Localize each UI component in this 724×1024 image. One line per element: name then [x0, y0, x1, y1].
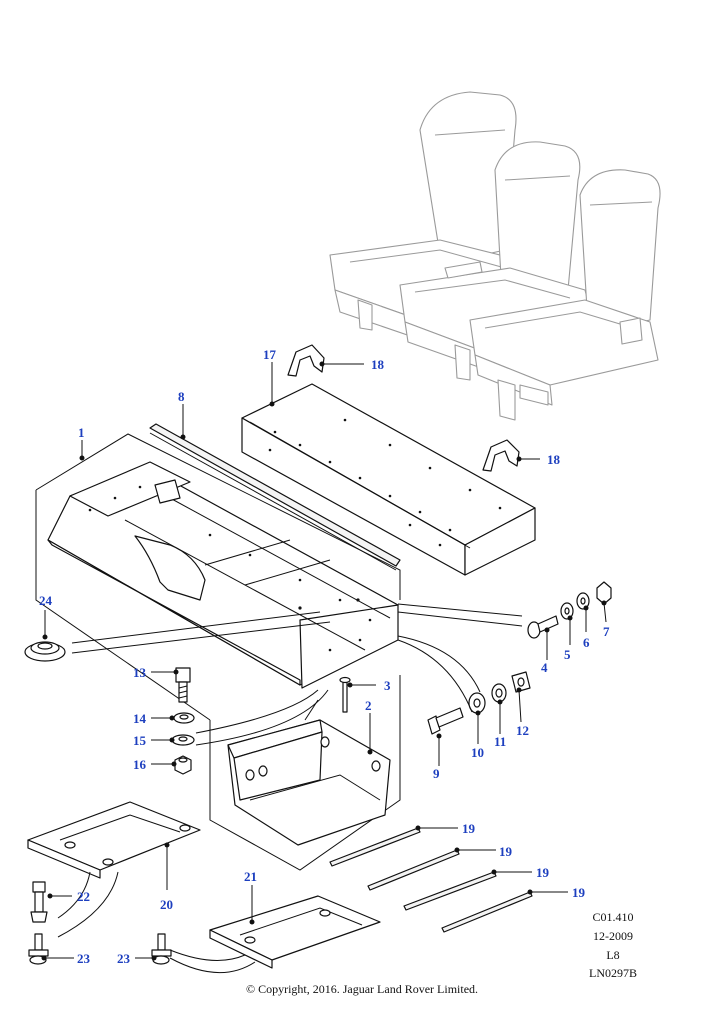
callout-13: 13: [133, 665, 147, 680]
part-18-bracket-upper: [287, 344, 325, 377]
callout-8: 8: [178, 389, 185, 404]
callout-12: 12: [516, 723, 529, 738]
part-3-stud: [339, 676, 351, 713]
part-24-grommet: [24, 641, 66, 662]
part-19-strip-4: [441, 891, 533, 933]
callout-23-right: 23: [117, 951, 131, 966]
callout-17: 17: [263, 347, 277, 362]
illustration-number: LN0297B: [589, 966, 637, 980]
level-code: L8: [606, 948, 620, 962]
callout-10: 10: [471, 745, 484, 760]
part-5-washer: [560, 602, 574, 620]
part-6-washer: [576, 592, 590, 610]
callout-21: 21: [244, 869, 257, 884]
callout-22: 22: [77, 889, 90, 904]
part-14-washer: [173, 712, 195, 724]
part-7-nut: [596, 581, 612, 605]
part-11-washer: [491, 683, 507, 703]
callout-19-b: 19: [499, 844, 513, 859]
callout-24: 24: [39, 593, 53, 608]
part-9-bolt: [427, 707, 464, 735]
callout-16: 16: [133, 757, 147, 772]
part-15-washer: [171, 734, 195, 746]
callout-6: 6: [583, 635, 590, 650]
callout-9: 9: [433, 766, 440, 781]
callout-14: 14: [133, 711, 147, 726]
callout-19-c: 19: [536, 865, 550, 880]
callout-23-left: 23: [77, 951, 91, 966]
seat-assembly-ghost: [329, 91, 661, 421]
callout-7: 7: [603, 624, 610, 639]
callout-4: 4: [541, 660, 548, 675]
part-23-bolt-left: [28, 933, 49, 965]
part-18-bracket-lower: [482, 439, 520, 472]
part-1-floor-panel: [35, 433, 401, 721]
callout-labels: 1 2 3 4 5 6 7 8 9 10 11 12 13 14 15 16 1…: [39, 347, 610, 966]
callout-18-lower: 18: [547, 452, 561, 467]
part-13-bolt: [175, 667, 191, 703]
part-16-nut: [174, 755, 192, 775]
part-19-strip-2: [367, 849, 460, 891]
callout-11: 11: [494, 734, 506, 749]
callout-20: 20: [160, 897, 173, 912]
leader-lines: [44, 362, 607, 973]
part-4-bolt: [527, 615, 559, 639]
part-17-storage-box: [241, 383, 536, 576]
section-code: C01.410: [592, 910, 634, 924]
callout-2: 2: [365, 698, 372, 713]
part-20-bracket: [27, 801, 201, 879]
callout-15: 15: [133, 733, 147, 748]
part-19-strip-3: [403, 871, 497, 911]
callout-19-d: 19: [572, 885, 586, 900]
part-21-bracket: [209, 895, 381, 969]
leader-dots: [41, 361, 607, 961]
callout-18-upper: 18: [371, 357, 385, 372]
copyright-notice: © Copyright, 2016. Jaguar Land Rover Lim…: [245, 982, 479, 996]
revision-date: 12-2009: [593, 929, 633, 943]
part-19-strip-1: [329, 827, 421, 867]
part-2-storage-tub: [209, 675, 401, 871]
part-12-clip-nut: [511, 671, 531, 693]
callout-3: 3: [384, 678, 391, 693]
callout-5: 5: [564, 647, 571, 662]
callout-1: 1: [78, 425, 85, 440]
part-22-stud: [30, 881, 48, 923]
callout-19-a: 19: [462, 821, 476, 836]
